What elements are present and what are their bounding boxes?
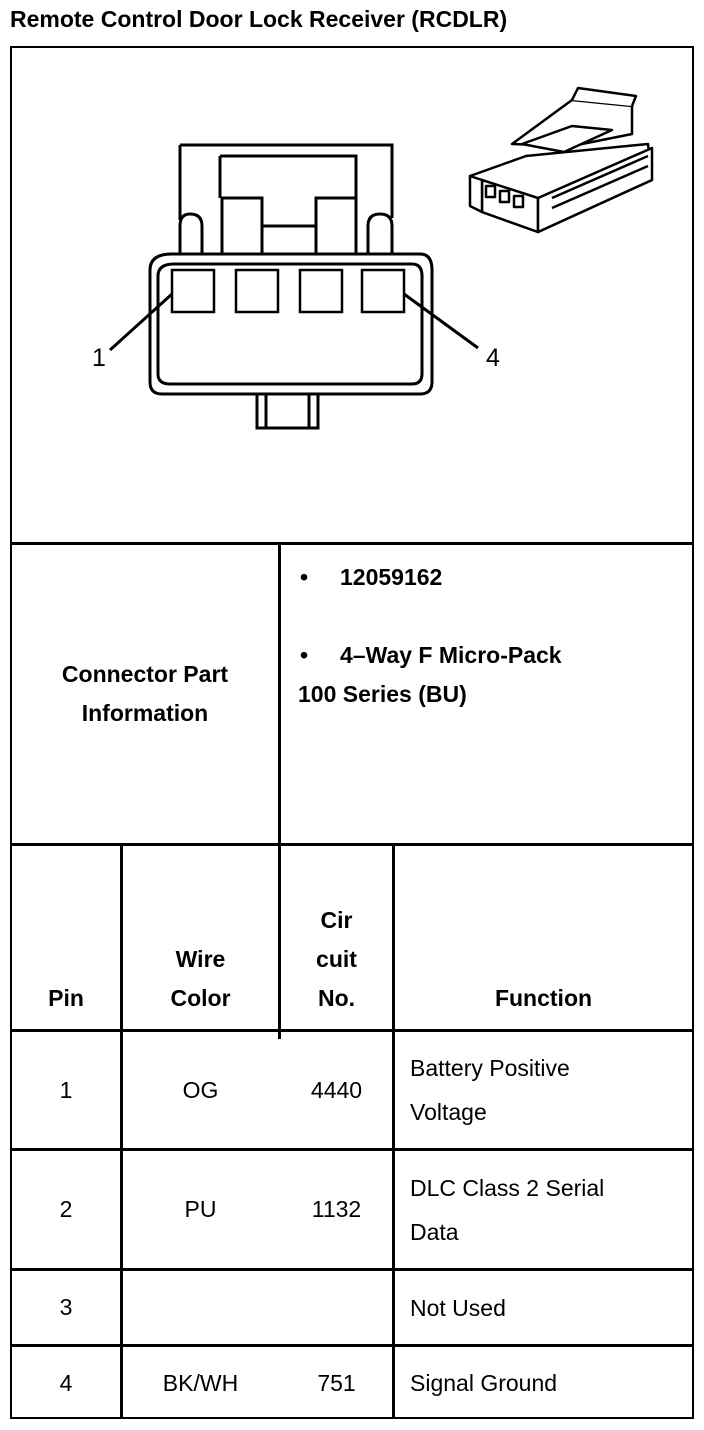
connector-part-label: Connector Part Information: [61, 661, 229, 726]
pin-cell: 2: [59, 1196, 73, 1222]
header-wire-color: Wire Color: [170, 946, 231, 1011]
wire-color-cell: BK/WH: [162, 1369, 239, 1396]
pin-cell: 3: [59, 1294, 73, 1320]
divider: [12, 542, 692, 545]
divider: [12, 1148, 692, 1151]
connector-info-table: 1 4 Connector Part Information: [10, 46, 694, 1419]
header-circuit-no: Cir cuit No.: [316, 907, 357, 1011]
page-title: Remote Control Door Lock Receiver (RCDLR…: [10, 6, 508, 32]
pin-cavity-2: [234, 268, 280, 314]
connector-isometric-icon: [468, 86, 654, 234]
wire-color-cell: [123, 1271, 278, 1344]
circuit-cell: [281, 1271, 392, 1344]
divider: [120, 843, 123, 1419]
part-number: •12059162: [300, 564, 443, 590]
header-function: Function: [494, 985, 593, 1011]
part-description: •4–Way F Micro-Pack: [300, 642, 562, 668]
pin-label-1: 1: [92, 344, 106, 372]
circuit-cell: 751: [317, 1369, 356, 1396]
function-cell: Not Used: [410, 1294, 506, 1321]
pin-cell: 1: [59, 1076, 73, 1103]
pin-cavity-1: [170, 268, 216, 314]
circuit-cell: 1132: [311, 1196, 362, 1222]
divider: [12, 1268, 692, 1271]
pin-label-4: 4: [486, 344, 500, 372]
divider: [392, 843, 395, 1419]
divider: [12, 1029, 692, 1032]
connector-diagram: 1 4: [92, 86, 654, 430]
pin-cavity-3: [298, 268, 344, 314]
wire-color-cell: OG: [182, 1076, 219, 1103]
connector-part-details: •12059162 •4–Way F Micro-Pack 100 Series…: [298, 558, 562, 714]
pin-cavity-4: [360, 268, 406, 314]
wire-color-cell: PU: [184, 1196, 217, 1222]
divider: [278, 542, 281, 1039]
function-cell: Signal Ground: [410, 1370, 558, 1396]
pin-cell: 4: [59, 1369, 73, 1396]
header-pin: Pin: [48, 985, 84, 1011]
divider: [12, 1344, 692, 1347]
divider: [12, 843, 692, 846]
circuit-cell: 4440: [310, 1076, 363, 1103]
